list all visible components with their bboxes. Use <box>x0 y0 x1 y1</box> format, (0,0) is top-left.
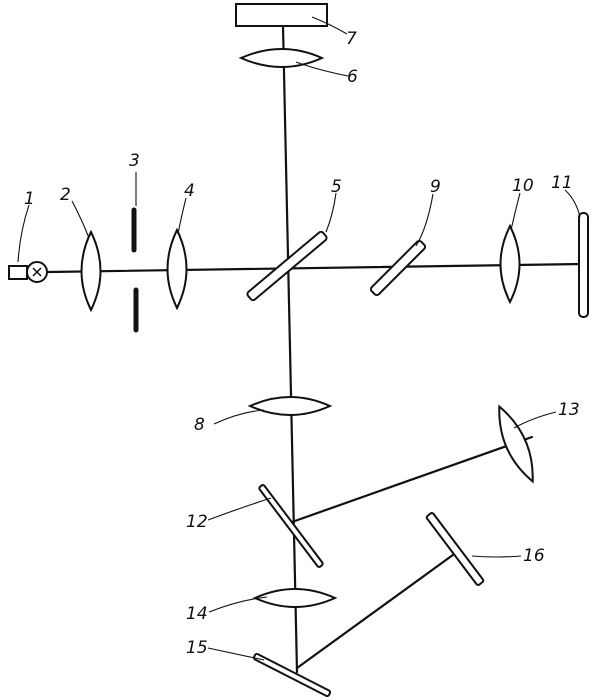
label-8: 8 <box>194 415 205 435</box>
label-16: 16 <box>523 546 545 566</box>
leader-2 <box>71 200 90 239</box>
lens-14 <box>252 588 338 608</box>
beam-to-mirror-16 <box>295 550 459 670</box>
leader-6 <box>295 61 349 77</box>
mirror-16 <box>425 512 485 586</box>
light-source <box>8 261 48 283</box>
label-6: 6 <box>347 67 358 87</box>
leader-7 <box>311 16 348 35</box>
lens-13 <box>498 404 534 484</box>
leader-1 <box>17 204 30 263</box>
leader-4 <box>177 197 187 235</box>
leader-12 <box>207 497 272 521</box>
label-14: 14 <box>186 604 208 624</box>
detector-7 <box>235 3 328 27</box>
label-11: 11 <box>551 173 573 193</box>
label-10: 10 <box>512 176 534 196</box>
leader-9 <box>415 193 434 247</box>
label-5: 5 <box>331 177 342 197</box>
mirror-11 <box>578 212 589 318</box>
label-9: 9 <box>430 177 441 197</box>
beam-vertical <box>281 24 299 674</box>
beam-to-lens-13 <box>290 435 534 524</box>
leader-13 <box>513 411 557 429</box>
leader-15 <box>207 647 265 661</box>
label-3: 3 <box>129 151 140 171</box>
beam-horizontal <box>46 262 584 274</box>
label-2: 2 <box>60 185 71 205</box>
lens-8 <box>247 396 333 416</box>
aperture-slit <box>131 207 139 333</box>
plate-9 <box>369 239 427 297</box>
leader-8 <box>213 409 265 425</box>
leader-16 <box>471 555 522 558</box>
leader-14 <box>208 596 268 613</box>
part-labels: 1 2 3 4 5 6 7 8 9 10 11 12 13 14 15 16 <box>24 29 580 658</box>
leader-11 <box>564 189 581 218</box>
mirror-12 <box>258 484 324 568</box>
leader-10 <box>510 192 521 231</box>
lens-4 <box>166 227 188 311</box>
label-4: 4 <box>184 181 195 201</box>
label-12: 12 <box>186 512 208 532</box>
lens-6 <box>238 48 325 68</box>
leader-lines <box>17 16 581 661</box>
label-7: 7 <box>346 29 357 49</box>
beam-splitter-5 <box>246 230 328 302</box>
leader-5 <box>325 192 337 233</box>
label-15: 15 <box>186 638 208 658</box>
lens-2 <box>80 229 102 313</box>
mirror-15 <box>252 652 332 698</box>
label-1: 1 <box>24 189 35 209</box>
label-13: 13 <box>558 400 580 420</box>
lens-10 <box>499 223 521 305</box>
